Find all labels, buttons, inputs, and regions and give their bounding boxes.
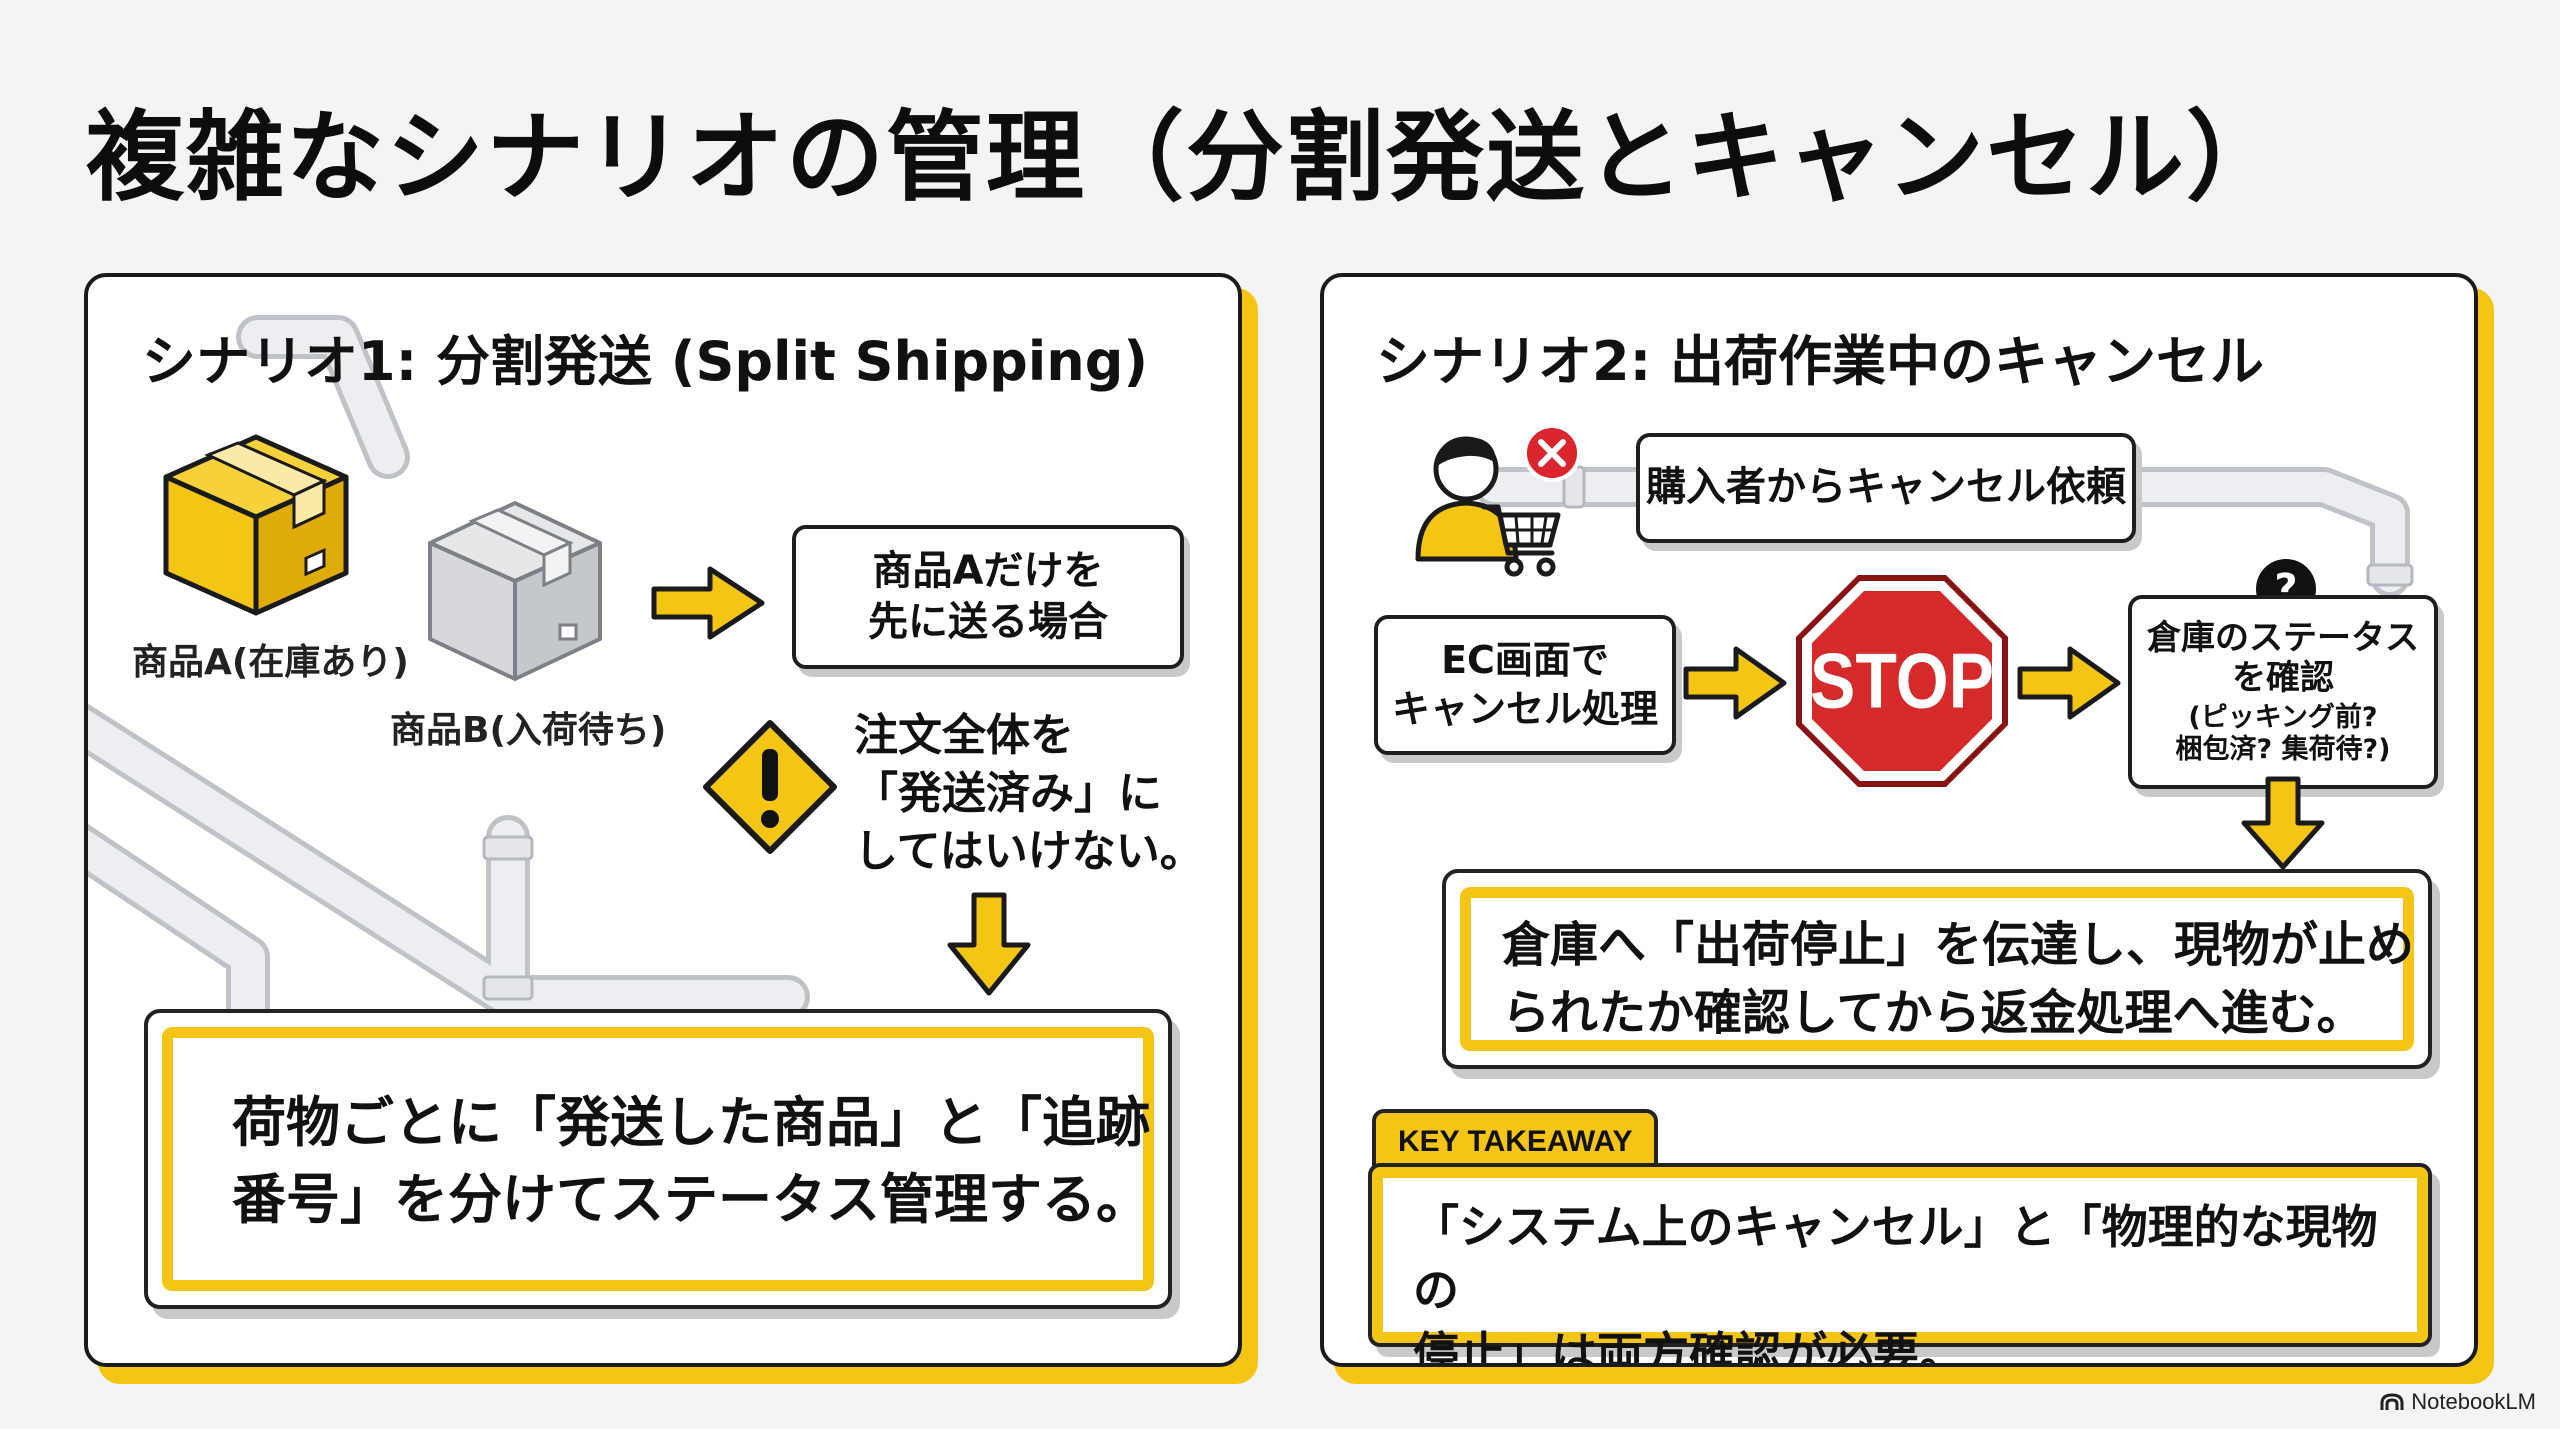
scenario1-heading: シナリオ1: 分割発送 (Split Shipping) xyxy=(142,330,1149,393)
ec-cancel-box: EC画面で キャンセル処理 xyxy=(1374,615,1676,755)
key-takeaway-tag: KEY TAKEAWAY xyxy=(1372,1109,1658,1171)
warning-line-1: 注文全体を xyxy=(854,710,1074,761)
warning-line-2: 「発送済み」に xyxy=(854,768,1162,820)
brand-watermark: NotebookLM xyxy=(2379,1389,2536,1415)
result-box-frame xyxy=(1460,887,2414,1051)
conclusion-text: 荷物ごとに「発送した商品」と「追跡 番号」を分けてステータス管理する。 xyxy=(232,1085,1150,1238)
warning-line-3: してはいけない。 xyxy=(854,826,1204,878)
conclusion-box-frame xyxy=(162,1027,1154,1291)
arrow-down-icon xyxy=(947,892,1031,996)
key-takeaway-line-1: 「システム上のキャンセル」と「物理的な現物の xyxy=(1413,1200,2378,1318)
stop-sign-text: STOP xyxy=(1810,637,1994,725)
result-line-1: 倉庫へ「出荷停止」を伝達し、現物が止め xyxy=(1502,917,2415,973)
warning-text: 注文全体を 「発送済み」に してはいけない。 xyxy=(854,707,1204,881)
item-a-label: 商品A(在庫あり) xyxy=(132,642,409,683)
result-box: 倉庫へ「出荷停止」を伝達し、現物が止め られたか確認してから返金処理へ進む。 xyxy=(1442,869,2432,1069)
stop-sign-icon: STOP xyxy=(1790,569,2014,793)
conclusion-line-2: 番号」を分けてステータス管理する。 xyxy=(232,1167,1150,1231)
brand-name: NotebookLM xyxy=(2411,1389,2536,1414)
warehouse-line-4: 梱包済? 集荷待?) xyxy=(2175,734,2391,766)
warehouse-line-2: を確認 xyxy=(2232,658,2334,699)
page-title: 複雑なシナリオの管理（分割発送とキャンセル） xyxy=(86,101,2287,215)
box-icon xyxy=(428,501,602,681)
case-box: 商品Aだけを 先に送る場合 xyxy=(792,525,1184,669)
panel-scenario2: シナリオ2: 出荷作業中のキャンセル 購入者からキャンセル依頼 EC画面で キャ… xyxy=(1320,273,2478,1367)
conclusion-line-1: 荷物ごとに「発送した商品」と「追跡 xyxy=(232,1091,1150,1154)
case-line-1: 商品Aだけを xyxy=(872,547,1104,594)
key-takeaway-box: 「システム上のキャンセル」と「物理的な現物の 停止」は両方確認が必要。 xyxy=(1372,1167,2428,1363)
notebooklm-logo-icon xyxy=(2380,1393,2404,1410)
panel-scenario1: シナリオ1: 分割発送 (Split Shipping) 商品A(在庫あり) 商… xyxy=(84,273,1242,1367)
ec-line-1: EC画面で xyxy=(1441,638,1609,683)
arrow-right-icon xyxy=(1683,646,1787,720)
warning-icon xyxy=(703,720,837,854)
warehouse-line-1: 倉庫のステータス xyxy=(2147,618,2419,659)
arrow-right-icon xyxy=(2017,646,2121,720)
ec-line-2: キャンセル処理 xyxy=(1391,687,1658,731)
conclusion-box: 荷物ごとに「発送した商品」と「追跡 番号」を分けてステータス管理する。 xyxy=(144,1009,1172,1309)
item-b-label: 商品B(入荷待ち) xyxy=(390,710,667,751)
key-takeaway-line-2: 停止」は両方確認が必要。 xyxy=(1413,1326,1965,1367)
cancel-icon xyxy=(1523,424,1581,482)
key-takeaway-text: 「システム上のキャンセル」と「物理的な現物の 停止」は両方確認が必要。 xyxy=(1413,1196,2417,1367)
scenario2-heading: シナリオ2: 出荷作業中のキャンセル xyxy=(1376,330,2264,393)
case-line-2: 先に送る場合 xyxy=(868,599,1108,645)
warehouse-line-3: (ピッキング前? xyxy=(2188,702,2378,734)
warehouse-status-box: 倉庫のステータス を確認 (ピッキング前? 梱包済? 集荷待?) xyxy=(2128,595,2438,789)
cart-icon xyxy=(1481,504,1561,577)
arrow-down-icon xyxy=(2241,776,2325,870)
cancel-request-box: 購入者からキャンセル依頼 xyxy=(1636,433,2136,543)
key-takeaway-label: KEY TAKEAWAY xyxy=(1398,1125,1633,1158)
box-icon xyxy=(163,434,349,616)
result-text: 倉庫へ「出荷停止」を伝達し、現物が止め られたか確認してから返金処理へ進む。 xyxy=(1502,911,2414,1047)
arrow-right-icon xyxy=(651,566,765,640)
result-line-2: られたか確認してから返金処理へ進む。 xyxy=(1502,985,2365,1042)
cancel-request-label: 購入者からキャンセル依頼 xyxy=(1646,464,2126,511)
